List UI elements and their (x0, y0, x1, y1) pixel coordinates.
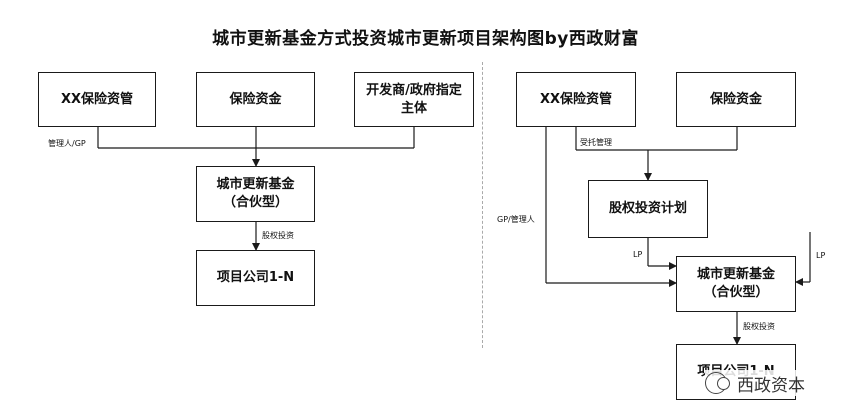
right-lp-left-label: LP (633, 250, 643, 259)
right-xx-insurance-box: XX保险资管 (516, 72, 636, 127)
watermark: 西政资本 (705, 370, 840, 396)
left-developer-box: 开发商/政府指定 主体 (354, 72, 474, 127)
right-fund-label-2: （合伙型） (703, 285, 769, 300)
left-insurance-funds-label: 保险资金 (229, 91, 282, 107)
right-entrusted-label: 受托管理 (580, 138, 612, 147)
right-insurance-funds-label: 保险资金 (709, 91, 762, 107)
wechat-icon (705, 372, 730, 394)
left-manager-gp-label: 管理人/GP (48, 139, 86, 148)
left-developer-label-2: 主体 (400, 100, 427, 116)
watermark-text: 西政资本 (737, 375, 805, 396)
right-lp-right-label: LP (816, 251, 826, 260)
right-gp-manager-label: GP/管理人 (497, 215, 535, 224)
right-equity-investment-label: 股权投资 (743, 322, 775, 331)
left-fund-label-1: 城市更新基金 (216, 177, 295, 192)
left-project-company-label: 项目公司1-N (216, 270, 295, 285)
right-fund-box: 城市更新基金 （合伙型） (676, 256, 796, 312)
left-xx-insurance-label: XX保险资管 (60, 91, 134, 107)
divider-line (482, 62, 483, 348)
left-insurance-funds-box: 保险资金 (196, 72, 315, 127)
right-xx-insurance-label: XX保险资管 (539, 91, 613, 107)
left-developer-label-1: 开发商/政府指定 (366, 82, 462, 98)
left-xx-insurance-box: XX保险资管 (38, 72, 156, 127)
left-project-company-box: 项目公司1-N (196, 250, 315, 306)
left-fund-box: 城市更新基金 （合伙型） (196, 166, 315, 222)
right-equity-plan-label: 股权投资计划 (608, 201, 687, 216)
diagram-title: 城市更新基金方式投资城市更新项目架构图by西政财富 (212, 29, 639, 49)
right-insurance-funds-box: 保险资金 (676, 72, 796, 127)
left-equity-investment-label: 股权投资 (262, 231, 294, 240)
left-fund-label-2: （合伙型） (222, 195, 288, 210)
right-equity-plan-box: 股权投资计划 (588, 180, 708, 238)
right-fund-label-1: 城市更新基金 (696, 267, 775, 282)
